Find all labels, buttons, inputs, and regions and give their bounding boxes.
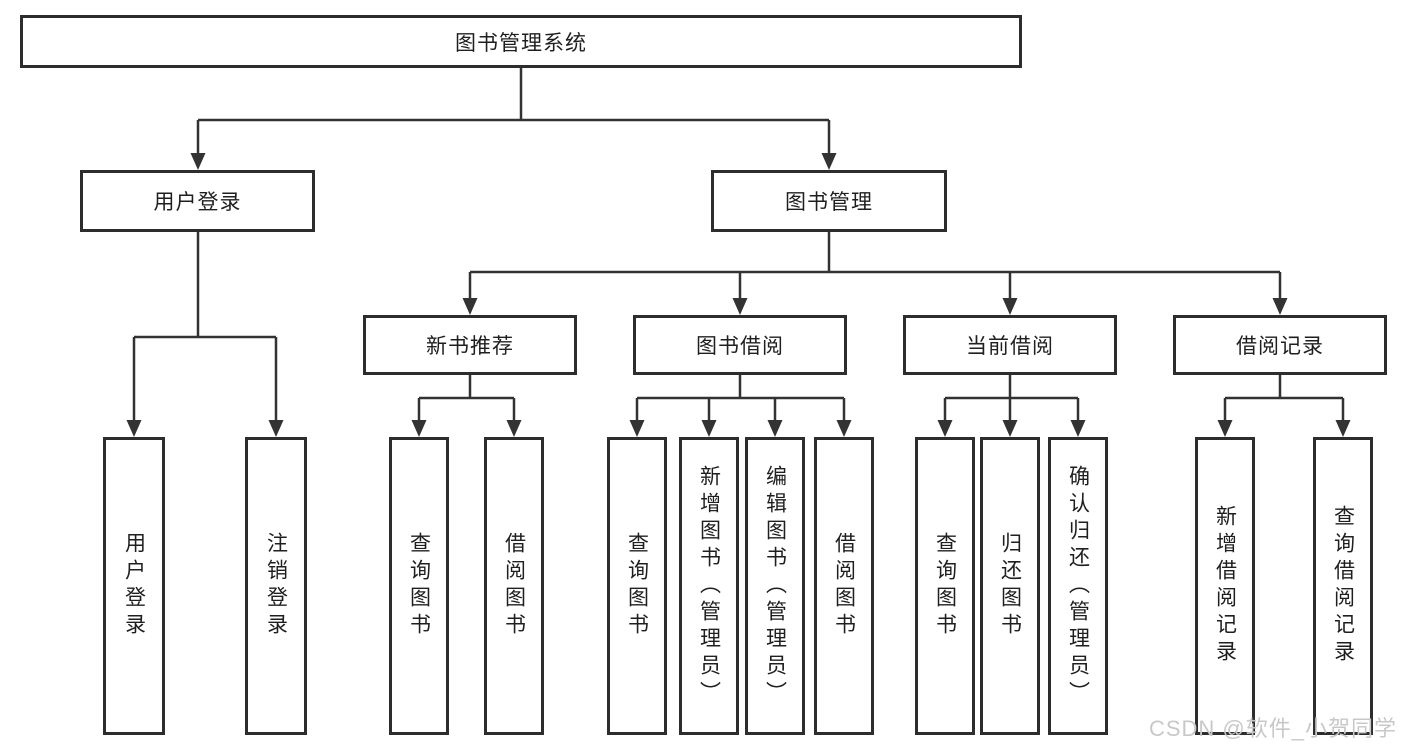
node-new-book-rec: 新书推荐 xyxy=(363,315,577,375)
node-current-borrow: 当前借阅 xyxy=(903,315,1117,375)
node-user-login-label: 用户登录 xyxy=(153,191,242,214)
leaf-borrow-books-1-label: 借阅图书 xyxy=(502,532,526,640)
leaf-edit-books-label: 编辑图书（管理员） xyxy=(763,464,787,708)
leaf-user-login: 用户登录 xyxy=(103,437,165,735)
leaf-query-books-2-label: 查询图书 xyxy=(625,532,649,640)
leaf-edit-books: 编辑图书（管理员） xyxy=(745,437,805,735)
csdn-watermark: CSDN @软件_小贺同学 xyxy=(1148,716,1397,741)
leaf-query-books-1-label: 查询图书 xyxy=(407,532,431,640)
node-current-borrow-label: 当前借阅 xyxy=(966,335,1054,358)
leaf-borrow-books-2: 借阅图书 xyxy=(814,437,874,735)
leaf-confirm-return-label: 确认归还（管理员） xyxy=(1066,464,1090,708)
leaf-add-books-label: 新增图书（管理员） xyxy=(697,464,721,708)
node-root-label: 图书管理系统 xyxy=(455,31,587,55)
node-borrow-record-label: 借阅记录 xyxy=(1236,335,1324,358)
leaf-user-login-label: 用户登录 xyxy=(122,532,146,640)
leaf-add-books: 新增图书（管理员） xyxy=(679,437,739,735)
leaf-logout: 注销登录 xyxy=(245,437,307,735)
leaf-query-books-3: 查询图书 xyxy=(915,437,975,735)
node-book-mgmt-label: 图书管理 xyxy=(785,191,873,214)
node-borrow-record: 借阅记录 xyxy=(1173,315,1387,375)
leaf-add-borrow-record-label: 新增借阅记录 xyxy=(1213,505,1237,667)
leaf-return-books: 归还图书 xyxy=(980,437,1040,735)
leaf-query-borrow-record-label: 查询借阅记录 xyxy=(1331,505,1355,667)
leaf-borrow-books-1: 借阅图书 xyxy=(484,437,544,735)
leaf-confirm-return: 确认归还（管理员） xyxy=(1048,437,1108,735)
leaf-add-borrow-record: 新增借阅记录 xyxy=(1195,437,1255,735)
node-user-login: 用户登录 xyxy=(80,170,315,232)
leaf-query-books-3-label: 查询图书 xyxy=(933,532,957,640)
leaf-logout-label: 注销登录 xyxy=(264,532,288,640)
node-book-borrow: 图书借阅 xyxy=(633,315,847,375)
node-book-borrow-label: 图书借阅 xyxy=(696,335,784,358)
node-book-mgmt: 图书管理 xyxy=(711,170,947,232)
node-root: 图书管理系统 xyxy=(20,15,1022,68)
node-new-book-rec-label: 新书推荐 xyxy=(426,335,514,358)
leaf-query-books-2: 查询图书 xyxy=(607,437,667,735)
leaf-query-books-1: 查询图书 xyxy=(389,437,449,735)
leaf-query-borrow-record: 查询借阅记录 xyxy=(1313,437,1373,735)
leaf-borrow-books-2-label: 借阅图书 xyxy=(832,532,856,640)
leaf-return-books-label: 归还图书 xyxy=(998,532,1022,640)
